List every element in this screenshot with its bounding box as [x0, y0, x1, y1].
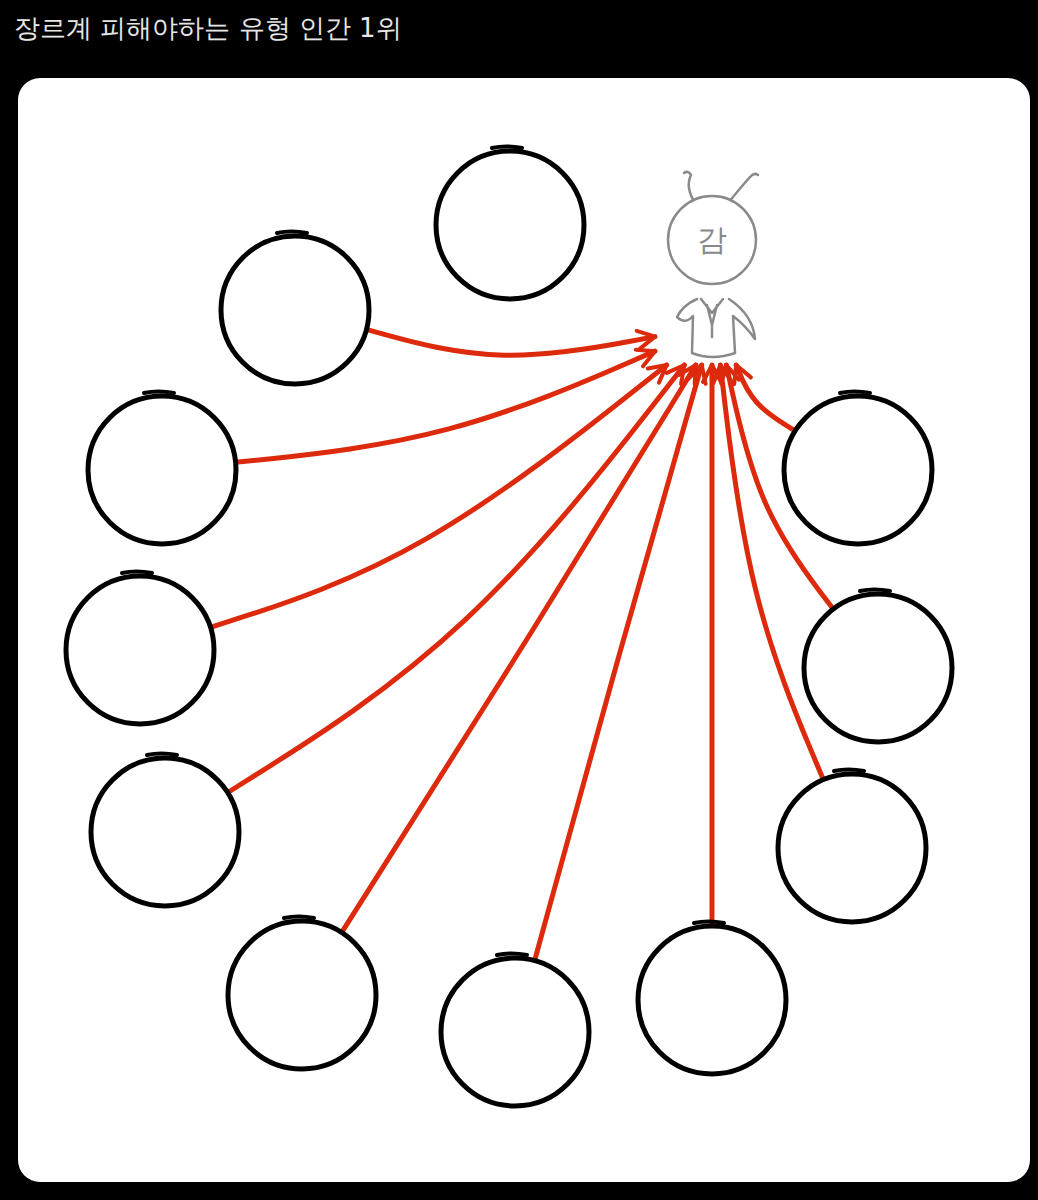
head-circle — [88, 396, 236, 544]
head-circle — [778, 774, 926, 922]
circle-outline — [82, 390, 242, 550]
hair-mark — [122, 572, 152, 574]
hair-mark — [144, 392, 174, 394]
circle-outline — [772, 768, 932, 928]
person-figure: 감 — [655, 165, 775, 365]
person-circle — [435, 952, 595, 1112]
accusation-arrow — [535, 365, 701, 958]
hair-mark — [840, 392, 870, 394]
head-circle — [91, 758, 239, 906]
page-title: 장르계 피해야하는 유형 인간 1위 — [14, 12, 402, 46]
head-circle — [804, 594, 952, 742]
accusation-arrow — [369, 330, 655, 355]
circle-outline — [435, 952, 595, 1112]
hair-mark — [834, 770, 864, 772]
figure-head — [668, 196, 756, 284]
white-panel — [18, 78, 1030, 1182]
accusation-arrow — [213, 365, 667, 627]
accusation-arrow — [238, 351, 655, 462]
person-circle — [772, 768, 932, 928]
figure-body — [677, 299, 755, 357]
hair-mark — [492, 147, 522, 149]
head-circle — [228, 921, 376, 1069]
circle-outline — [215, 230, 375, 390]
accusation-arrow — [736, 365, 793, 430]
hair-mark — [147, 754, 177, 756]
antenna — [684, 172, 695, 203]
accusation-arrow — [343, 365, 696, 930]
antenna — [729, 174, 758, 202]
node-label: 감 — [697, 223, 727, 258]
figure-collar — [701, 299, 723, 337]
head-circle — [221, 236, 369, 384]
head-circle — [638, 926, 786, 1074]
hair-mark — [694, 922, 724, 924]
hair-mark — [497, 954, 527, 956]
person-circle — [60, 570, 220, 730]
accusation-arrow — [710, 365, 715, 924]
circle-outline — [798, 588, 958, 748]
hair-mark — [284, 917, 314, 919]
circle-outline — [222, 915, 382, 1075]
head-circle — [784, 396, 932, 544]
head-circle — [436, 151, 584, 299]
figure-outline — [655, 165, 775, 365]
person-circle — [778, 390, 938, 550]
person-circle — [85, 752, 245, 912]
circle-outline — [778, 390, 938, 550]
accusation-arrow — [230, 365, 685, 791]
hair-mark — [860, 590, 890, 592]
person-circle — [632, 920, 792, 1080]
person-circle — [430, 145, 590, 305]
circle-outline — [60, 570, 220, 730]
head-circle — [66, 576, 214, 724]
circle-outline — [85, 752, 245, 912]
person-circle — [798, 588, 958, 748]
person-circle — [215, 230, 375, 390]
head-circle — [441, 958, 589, 1106]
hair-mark — [277, 232, 307, 234]
accusation-arrow — [726, 365, 831, 607]
person-circle — [82, 390, 242, 550]
circle-outline — [632, 920, 792, 1080]
circle-outline — [430, 145, 590, 305]
person-circle — [222, 915, 382, 1075]
